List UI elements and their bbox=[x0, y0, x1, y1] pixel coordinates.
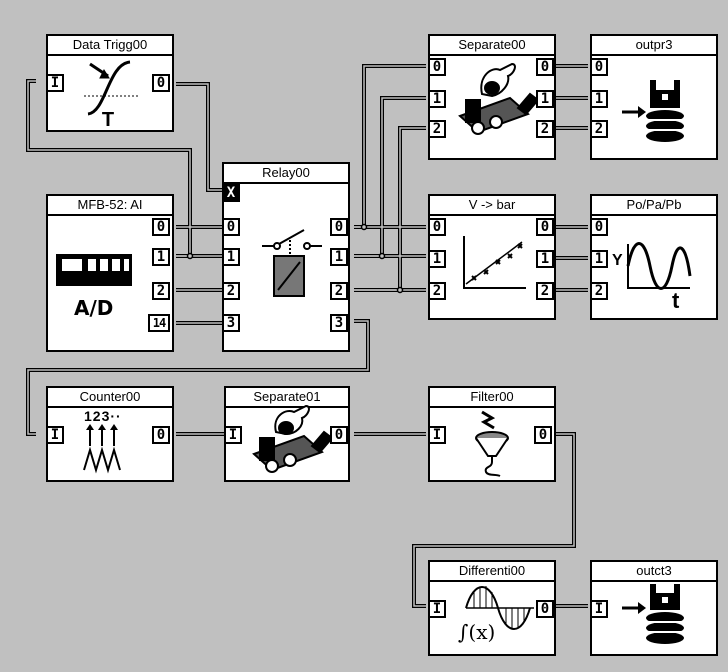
diff-output-port[interactable]: 0 bbox=[536, 600, 554, 618]
sep00-input-port-0[interactable]: 0 bbox=[428, 58, 446, 76]
relay-output-port-0[interactable]: 0 bbox=[330, 218, 348, 236]
separate01-block[interactable]: Separate01 I 0 bbox=[224, 386, 350, 482]
counter-block[interactable]: Counter00 123·· I 0 bbox=[46, 386, 174, 482]
save-disk-icon bbox=[592, 36, 716, 158]
relay-output-port-3[interactable]: 3 bbox=[330, 314, 348, 332]
relay-block[interactable]: Relay00 X 0 1 2 3 0 1 2 3 bbox=[222, 162, 350, 352]
separate00-block[interactable]: Separate00 0 1 2 0 1 2 bbox=[428, 34, 556, 160]
ad-card-icon bbox=[48, 196, 152, 350]
sep00-input-port-1[interactable]: 1 bbox=[428, 90, 446, 108]
wire-relay0-split bbox=[354, 66, 426, 227]
vbar-output-port-1[interactable]: 1 bbox=[536, 250, 554, 268]
outpr3-input-port-0[interactable]: 0 bbox=[590, 58, 608, 76]
relay-control-port[interactable]: X bbox=[222, 184, 240, 202]
relay-output-port-1[interactable]: 1 bbox=[330, 248, 348, 266]
sep00-output-port-2[interactable]: 2 bbox=[536, 120, 554, 138]
vbar-output-port-2[interactable]: 2 bbox=[536, 282, 554, 300]
sep01-input-port[interactable]: I bbox=[224, 426, 242, 444]
filter-input-port[interactable]: I bbox=[428, 426, 446, 444]
plot-input-port-0[interactable]: 0 bbox=[590, 218, 608, 236]
relay-input-port-0[interactable]: 0 bbox=[222, 218, 240, 236]
mfb-output-port-1[interactable]: 1 bbox=[152, 248, 170, 266]
sep00-input-port-2[interactable]: 2 bbox=[428, 120, 446, 138]
outct3-input-port[interactable]: I bbox=[590, 600, 608, 618]
vbar-input-port-0[interactable]: 0 bbox=[428, 218, 446, 236]
outpr3-block[interactable]: outpr3 0 1 2 bbox=[590, 34, 718, 160]
wire-junction bbox=[188, 254, 193, 259]
vbar-input-port-2[interactable]: 2 bbox=[428, 282, 446, 300]
counter-input-port[interactable]: I bbox=[46, 426, 64, 444]
plot-input-port-1[interactable]: 1 bbox=[590, 250, 608, 268]
differentiator-block[interactable]: Differenti00 ∫(x) I 0 bbox=[428, 560, 556, 656]
outpr3-input-port-1[interactable]: 1 bbox=[590, 90, 608, 108]
mfb-output-port-0[interactable]: 0 bbox=[152, 218, 170, 236]
relay-output-port-2[interactable]: 2 bbox=[330, 282, 348, 300]
ad-label: A/D bbox=[74, 296, 113, 320]
save-disk-icon bbox=[592, 562, 716, 654]
relay-input-port-3[interactable]: 3 bbox=[222, 314, 240, 332]
vbar-input-port-1[interactable]: 1 bbox=[428, 250, 446, 268]
filter-block[interactable]: Filter00 I 0 bbox=[428, 386, 556, 482]
mfb52-ai-block[interactable]: MFB-52: AI A/D 0 1 2 14 bbox=[46, 194, 174, 352]
mfb-output-port-2[interactable]: 2 bbox=[152, 282, 170, 300]
mfb-output-port-14[interactable]: 14 bbox=[148, 314, 170, 332]
svg-text:T: T bbox=[102, 109, 114, 130]
diff-input-port[interactable]: I bbox=[428, 600, 446, 618]
vbar-output-port-0[interactable]: 0 bbox=[536, 218, 554, 236]
wire-trigger-to-relay-ctrl bbox=[176, 84, 222, 190]
data-trigger-block[interactable]: Data Trigg00 T I 0 bbox=[46, 34, 174, 132]
wire-junction bbox=[380, 254, 385, 259]
relay-input-port-1[interactable]: 1 bbox=[222, 248, 240, 266]
integral-label: ∫(x) bbox=[458, 620, 495, 644]
sep00-output-port-1[interactable]: 1 bbox=[536, 90, 554, 108]
relay-input-port-2[interactable]: 2 bbox=[222, 282, 240, 300]
plot-t-label: t bbox=[672, 288, 679, 314]
counter-output-port[interactable]: 0 bbox=[152, 426, 170, 444]
wire-junction bbox=[362, 225, 367, 230]
sine-wave-icon bbox=[592, 196, 716, 318]
trigger-output-port[interactable]: 0 bbox=[152, 74, 170, 92]
wire-junction bbox=[398, 288, 403, 293]
v-bar-block[interactable]: V -> bar 0 1 2 0 1 2 bbox=[428, 194, 556, 320]
po-pa-pb-block[interactable]: Po/Pa/Pb Y t 0 1 2 bbox=[590, 194, 718, 320]
outct3-block[interactable]: outct3 I bbox=[590, 560, 718, 656]
outpr3-input-port-2[interactable]: 2 bbox=[590, 120, 608, 138]
plot-input-port-2[interactable]: 2 bbox=[590, 282, 608, 300]
sep00-output-port-0[interactable]: 0 bbox=[536, 58, 554, 76]
plot-y-label: Y bbox=[612, 252, 623, 270]
sep01-output-port[interactable]: 0 bbox=[330, 426, 348, 444]
trigger-input-port[interactable]: I bbox=[46, 74, 64, 92]
filter-output-port[interactable]: 0 bbox=[534, 426, 552, 444]
